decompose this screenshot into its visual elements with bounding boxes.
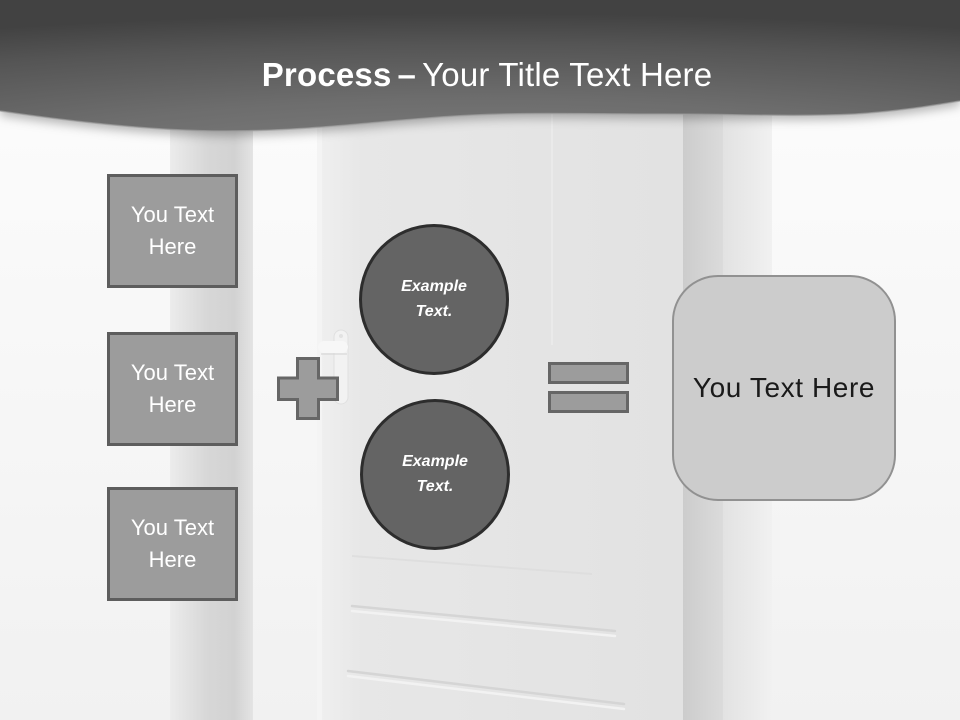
slide-title-bold: Process: [261, 56, 392, 93]
plus-shape: [277, 357, 339, 420]
input-box-3-label: You Text Here: [130, 515, 215, 572]
input-box-3: You Text Here: [107, 487, 238, 601]
equals-icon: [548, 362, 629, 413]
input-box-1: You Text Here: [107, 174, 238, 288]
result-box: You Text Here: [672, 275, 896, 501]
result-box-label: You Text Here: [692, 372, 876, 403]
slide-title: Process–Your Title Text Here: [0, 54, 960, 96]
example-circle-2: Example Text.: [360, 399, 510, 550]
example-circle-2-label: Example Text.: [402, 452, 468, 495]
input-box-1-label: You Text Here: [130, 202, 215, 259]
banner-wave-shape: [0, 0, 960, 131]
slide-title-separator: –: [397, 56, 417, 93]
slide-title-rest: Your Title Text Here: [422, 56, 713, 93]
input-box-2: You Text Here: [107, 332, 238, 446]
example-circle-1: Example Text.: [359, 224, 509, 375]
equals-top-bar: [548, 362, 629, 384]
title-banner: [0, 0, 960, 132]
plus-icon: [277, 357, 339, 425]
input-box-2-label: You Text Here: [130, 360, 215, 417]
example-circle-1-label: Example Text.: [401, 277, 467, 320]
equals-bottom-bar: [548, 391, 629, 413]
